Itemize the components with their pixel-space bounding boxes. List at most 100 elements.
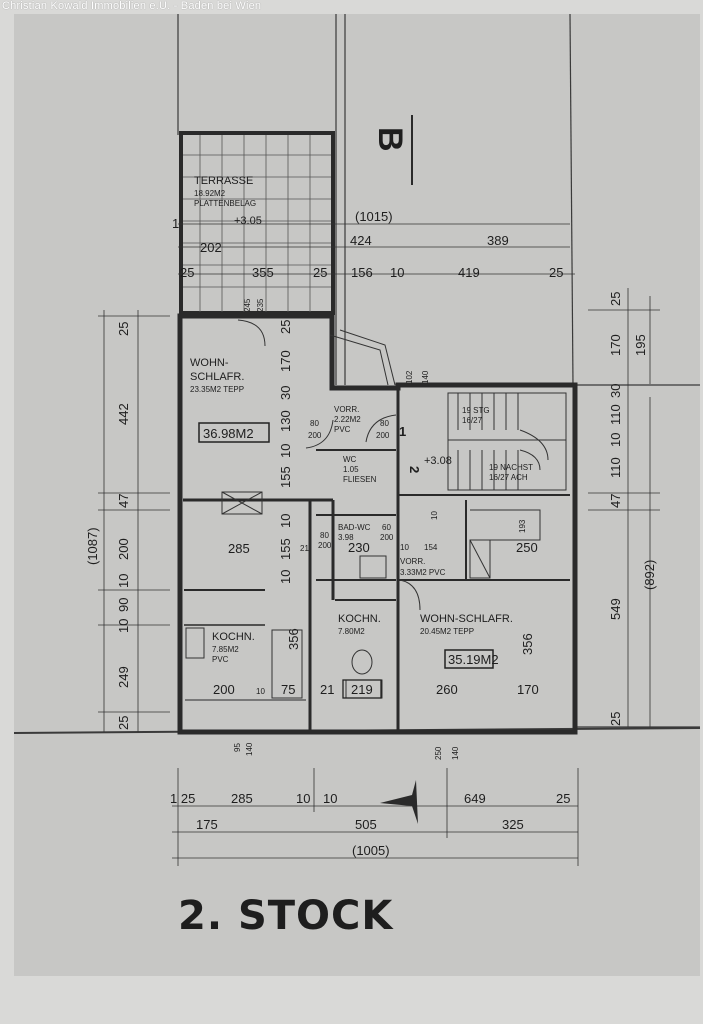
dim-bot-649: 649 (464, 791, 486, 806)
living-right-name: WOHN-SCHLAFR. (420, 613, 513, 625)
dim-mid-75: 75 (281, 682, 295, 697)
dim-right-892: (892) (642, 560, 657, 590)
vorr-small-area: 2.22M2 (334, 415, 361, 424)
dim-mid-10: 10 (400, 543, 409, 552)
dim-in-130: 130 (278, 410, 293, 432)
living-left-name2: SCHLAFR. (190, 371, 244, 383)
landing-level: +3.08 (424, 455, 452, 467)
living-left-area: 23.35M2 TEPP (190, 385, 244, 394)
dim-right-10: 10 (608, 433, 623, 447)
win-102: 102 (405, 370, 414, 384)
bad-name: BAD-WC (338, 523, 371, 532)
dim-in-10b: 10 (278, 514, 293, 528)
dim-10a: 10 (390, 265, 404, 280)
dim-219-box (342, 679, 382, 699)
dim-in-10a: 10 (278, 444, 293, 458)
living-left-total: 36.98M2 (203, 426, 254, 441)
dim-mid-21: 21 (300, 544, 309, 553)
dim-mid-10b: 10 (256, 687, 265, 696)
dim-right-549: 549 (608, 598, 623, 620)
dim-in-155a: 155 (278, 466, 293, 488)
section-marker: B (371, 127, 409, 152)
wc-area: 1.05 (343, 465, 359, 474)
win-200b: 200 (376, 431, 390, 440)
dim-156: 156 (351, 265, 373, 280)
kitchen-mid-area: 7.80M2 (338, 627, 365, 636)
dim-bot-505: 505 (355, 817, 377, 832)
dim-in-10c: 10 (278, 570, 293, 584)
wc-name: WC (343, 455, 357, 464)
living-right-total-box (444, 649, 494, 669)
dim-mid-356b: 356 (520, 633, 535, 655)
dim-bot-140: 140 (245, 742, 254, 756)
win-200d: 200 (380, 533, 394, 542)
dim-202: 202 (200, 240, 222, 255)
dim-mid-356a: 356 (286, 628, 301, 650)
dim-bot-10a: 10 (296, 791, 310, 806)
dim-left-442: 442 (116, 403, 131, 425)
plan-paper (14, 14, 700, 976)
exterior-walls (177, 313, 578, 735)
kitchen-mid-name: KOCHN. (338, 613, 381, 625)
dim-left-25: 25 (116, 322, 131, 336)
dim-mid-250: 250 (516, 540, 538, 555)
dim-right-170: 170 (608, 334, 623, 356)
vorr-right-name: VORR. (400, 557, 425, 566)
wc-floor: FLIESEN (343, 475, 377, 484)
dim-bot-1005: (1005) (352, 843, 390, 858)
dim-424: 424 (350, 233, 372, 248)
dim-left-25b: 25 (116, 716, 131, 730)
living-right-area: 20.45M2 TEPP (420, 627, 474, 636)
dim-bot-25: 25 (556, 791, 570, 806)
win-235: 235 (256, 298, 265, 312)
dim-left-10b: 10 (116, 619, 131, 633)
dim-1015: (1015) (355, 209, 393, 224)
dim-in-170: 170 (278, 350, 293, 372)
dim-25c: 25 (549, 265, 563, 280)
dim-mid-154: 154 (424, 543, 438, 552)
dim-bot-125: 1 25 (170, 791, 195, 806)
dim-mid-260: 260 (436, 682, 458, 697)
stair-top: 19 STG (462, 406, 490, 415)
terrace: TERRASSE 18.92M2 PLATTENBELAG +3.05 (179, 131, 335, 315)
stair-bottom: 19 NACHST (489, 463, 533, 472)
dim-left-90: 90 (116, 598, 131, 612)
living-right-total: 35.19M2 (448, 652, 499, 667)
dim-right-47: 47 (608, 494, 623, 508)
kitchen-left-floor: PVC (212, 655, 229, 664)
dim-right-25: 25 (608, 292, 623, 306)
section-arrow-icon (380, 780, 418, 824)
dim-bot-95: 95 (233, 743, 242, 752)
win-245: 245 (243, 298, 252, 312)
living-left-name1: WOHN- (190, 357, 229, 369)
dim-mid-200: 200 (213, 682, 235, 697)
top-2: 2 (407, 466, 422, 473)
win-200c: 200 (318, 541, 332, 550)
win-80b: 80 (380, 419, 389, 428)
dim-mid-219: 219 (351, 682, 373, 697)
dim-right-30: 30 (608, 384, 623, 398)
vorr-right-area: 3.33M2 PVC (400, 568, 446, 577)
terrace-level: +3.05 (234, 215, 262, 227)
dim-right-110a: 110 (608, 404, 623, 425)
win-200a: 200 (308, 431, 322, 440)
win-60: 60 (382, 523, 391, 532)
win-80a: 80 (310, 419, 319, 428)
dim-bot-175: 175 (196, 817, 218, 832)
dim-right-110b: 110 (608, 457, 623, 478)
dim-25b: 25 (313, 265, 327, 280)
dim-left-200: 200 (116, 538, 131, 560)
dim-in-25: 25 (278, 320, 293, 334)
dim-right-195: 195 (633, 334, 648, 356)
staircase (447, 392, 567, 491)
dim-left-10a: 10 (116, 574, 131, 588)
terrace-name: TERRASSE (194, 175, 253, 187)
dim-389: 389 (487, 233, 509, 248)
dim-bot-285: 285 (231, 791, 253, 806)
watermark: Christian Kowald Immobilien e.U. - Baden… (2, 0, 262, 12)
dim-in-155b: 155 (278, 538, 293, 560)
living-left-total-box (198, 422, 270, 443)
bad-area: 3.98 (338, 533, 354, 542)
dim-bot-325: 325 (502, 817, 524, 832)
